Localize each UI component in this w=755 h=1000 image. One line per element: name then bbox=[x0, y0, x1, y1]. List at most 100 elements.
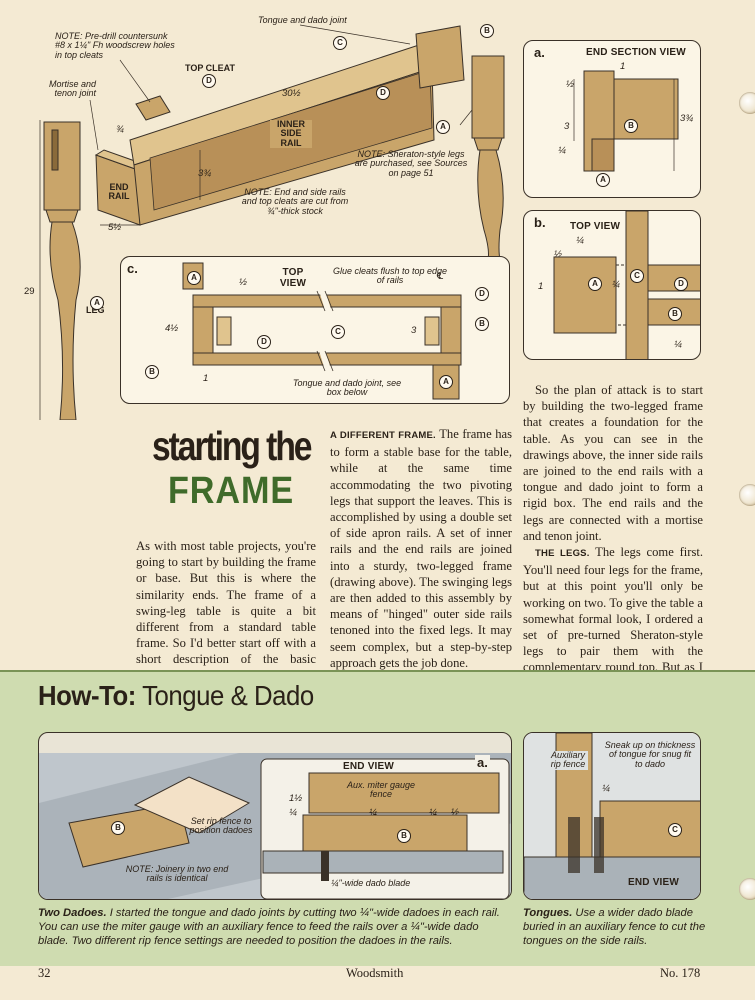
detail-b-letter: b. bbox=[532, 215, 548, 230]
detail-c-svg bbox=[182, 262, 462, 400]
caption-two-dadoes: Two Dadoes. I started the tongue and dad… bbox=[38, 906, 512, 948]
howto-title-strong: How-To: bbox=[38, 680, 136, 711]
label-top-cleat: TOP CLEAT bbox=[185, 63, 236, 73]
detail-c-callout-b: B bbox=[475, 317, 489, 331]
body-column-3: So the plan of attack is to start by bui… bbox=[523, 382, 703, 708]
detail-a-dim-tongue: ½ bbox=[566, 79, 574, 90]
dim-end-rail: 5½ bbox=[108, 222, 122, 233]
detail-a-callout-b: B bbox=[624, 119, 638, 133]
body-column-1: As with most table projects, you're goin… bbox=[136, 539, 316, 683]
howto-left-svg bbox=[39, 753, 511, 899]
howto-left-set-rip: Set rip fence to position dadoes bbox=[189, 816, 253, 836]
howto-right-panel: Auxiliary rip fence Sneak up on thicknes… bbox=[523, 732, 701, 900]
detail-a-dim-overall: 3¾ bbox=[680, 113, 694, 124]
body-column-2-text: The frame has to form a stable base for … bbox=[330, 427, 513, 670]
callout-a-leg: A bbox=[90, 296, 104, 310]
detail-c-label-joint: Tongue and dado joint, see box below bbox=[292, 378, 402, 398]
howto-right-callout-c: C bbox=[668, 823, 682, 837]
detail-c-callout-c: C bbox=[331, 325, 345, 339]
howto-left-callout-b-2: B bbox=[397, 829, 411, 843]
detail-b-callout-c: C bbox=[630, 269, 644, 283]
howto-left-end-view: END VIEW bbox=[343, 761, 395, 772]
label-end-rail: END RAIL bbox=[108, 182, 130, 202]
howto-left-dim-5: ¼ bbox=[429, 807, 437, 818]
punch-hole-bottom bbox=[739, 878, 755, 900]
howto-left-callout-b: B bbox=[111, 821, 125, 835]
label-leg: LEG bbox=[86, 305, 105, 315]
detail-b-dim-b: ½ bbox=[554, 249, 562, 260]
detail-c-callout-b-2: B bbox=[145, 365, 159, 379]
detail-a-dim-height: 3 bbox=[564, 121, 570, 132]
howto-left-dado-blade: ¼"-wide dado blade bbox=[331, 878, 411, 888]
caption-tongues: Tongues. Use a wider dado blade buried i… bbox=[523, 906, 707, 948]
callout-a: A bbox=[436, 120, 450, 134]
footer-page-number: 32 bbox=[38, 966, 51, 980]
body-column-3-p1: So the plan of attack is to start by bui… bbox=[523, 383, 703, 543]
detail-b-dim-a: ¼ bbox=[576, 235, 584, 246]
howto-left-note: NOTE: Joinery in two end rails is identi… bbox=[125, 864, 229, 884]
caption-two-dadoes-text: I started the tongue and dado joints by … bbox=[38, 907, 500, 947]
detail-c-callout-d-2: D bbox=[475, 287, 489, 301]
headline-line-1: starting the bbox=[152, 423, 313, 469]
detail-b-callout-a: A bbox=[588, 277, 602, 291]
detail-b-dim-e: ¼ bbox=[674, 339, 682, 350]
label-tongue-dado-joint: Tongue and dado joint bbox=[258, 15, 347, 25]
detail-c-dim-bottom: 1 bbox=[203, 373, 209, 384]
detail-a-dim-bottom: ¼ bbox=[558, 145, 566, 156]
dim-cleat: ¾ bbox=[116, 124, 124, 135]
dim-rail-height: 3¾ bbox=[198, 168, 212, 179]
runin-the-legs: THE LEGS. bbox=[535, 548, 590, 560]
label-inner-side-rail: INNER SIDE RAIL bbox=[270, 119, 312, 149]
detail-b-callout-b: B bbox=[668, 307, 682, 321]
note-sheraton: NOTE: Sheraton-style legs are purchased,… bbox=[354, 149, 468, 178]
footer-issue: No. 178 bbox=[660, 966, 701, 980]
page-footer: 32 Woodsmith No. 178 bbox=[0, 966, 755, 1000]
detail-b-dim-d: ¼ bbox=[612, 279, 620, 290]
runin-different-frame: A DIFFERENT FRAME. bbox=[330, 430, 436, 441]
detail-a-dim-top: 1 bbox=[620, 61, 626, 72]
howto-title-rest: Tongue & Dado bbox=[142, 680, 314, 711]
callout-d-2: D bbox=[376, 86, 390, 100]
detail-a-callout-a: A bbox=[596, 173, 610, 187]
note-countersunk: NOTE: Pre-drill countersunk #8 x 1¼" Fh … bbox=[55, 31, 175, 60]
detail-b-title: TOP VIEW bbox=[570, 221, 621, 232]
detail-a-letter: a. bbox=[532, 45, 547, 60]
punch-hole-middle bbox=[739, 484, 755, 506]
howto-right-aux-rip: Auxiliary rip fence bbox=[548, 750, 588, 770]
caption-two-dadoes-head: Two Dadoes. bbox=[38, 907, 107, 919]
howto-right-dim: ¼ bbox=[602, 783, 610, 794]
label-mortise-tenon: Mortise and tenon joint bbox=[48, 79, 96, 99]
detail-c-callout-a-2: A bbox=[439, 375, 453, 389]
detail-b-top-view: b. TOP VIEW ¼ ½ 1 ¼ ¼ C A D B bbox=[523, 210, 701, 360]
callout-d: D bbox=[202, 74, 216, 88]
detail-c-dim-width: 3 bbox=[411, 325, 417, 336]
dim-leg-height: 29 bbox=[24, 286, 35, 297]
detail-c-callout-a: A bbox=[187, 271, 201, 285]
detail-b-callout-d: D bbox=[674, 277, 688, 291]
headline-line-2: FRAME bbox=[168, 470, 295, 512]
caption-tongues-head: Tongues. bbox=[523, 907, 573, 919]
howto-left-dim-3: ¼ bbox=[369, 807, 377, 818]
footer-publication: Woodsmith bbox=[346, 966, 404, 980]
main-exploded-drawing: NOTE: Pre-drill countersunk #8 x 1¼" Fh … bbox=[0, 0, 520, 420]
callout-c: C bbox=[333, 36, 347, 50]
detail-a-end-section: a. END SECTION VIEW 1 ½ 3 ¼ 3¾ B A bbox=[523, 40, 701, 198]
howto-left-aux-fence: Aux. miter gauge fence bbox=[346, 780, 416, 800]
howto-left-letter: a. bbox=[475, 755, 490, 770]
detail-c-callout-d: D bbox=[257, 335, 271, 349]
detail-a-svg bbox=[573, 70, 679, 172]
detail-c-centerline: ℄ bbox=[437, 271, 444, 282]
punch-hole-top bbox=[739, 92, 755, 114]
howto-left-dim-2: ¼ bbox=[289, 807, 297, 818]
detail-c-top-view: c. TOP VIEW Glue cleats flush to top edg… bbox=[120, 256, 510, 404]
howto-title: How-To: Tongue & Dado bbox=[38, 680, 314, 712]
detail-a-title: END SECTION VIEW bbox=[586, 47, 686, 58]
detail-c-letter: c. bbox=[125, 261, 140, 276]
howto-right-sneak: Sneak up on thickness of tongue for snug… bbox=[604, 740, 696, 769]
detail-c-dim-side: 4½ bbox=[165, 323, 179, 334]
howto-left-dim-4: ½ bbox=[451, 807, 459, 818]
howto-left-panel: END VIEW a. Aux. miter gauge fence Set r… bbox=[38, 732, 512, 900]
body-column-2: A DIFFERENT FRAME. The frame has to form… bbox=[330, 426, 512, 671]
detail-c-dim-top: ½ bbox=[239, 277, 247, 288]
